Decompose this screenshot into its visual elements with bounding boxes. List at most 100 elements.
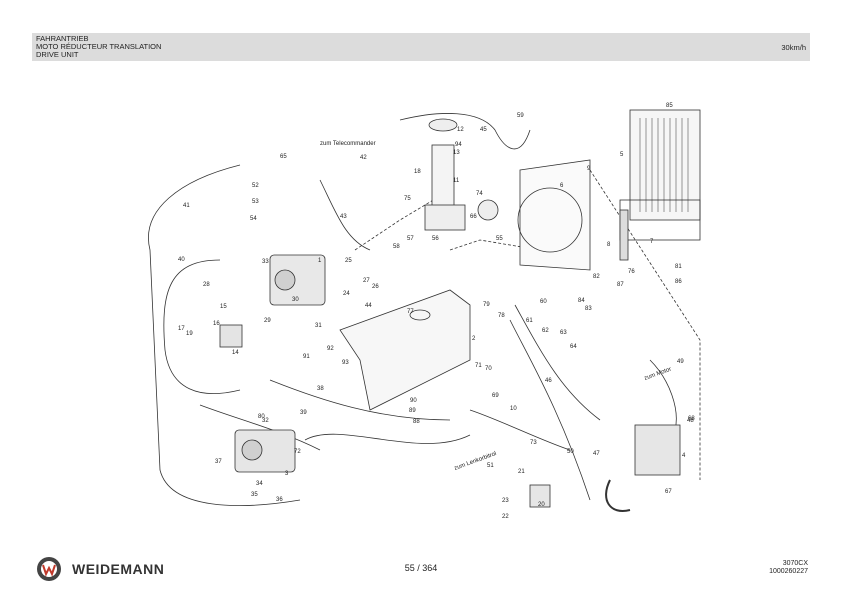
part-label: 77	[407, 309, 414, 315]
part-label: 94	[455, 142, 462, 148]
part-label: 5	[620, 152, 624, 158]
part-label: 87	[617, 282, 624, 288]
part-label: 63	[560, 330, 567, 336]
part-label: 49	[677, 359, 684, 365]
hose-line	[163, 259, 241, 394]
hose-line	[399, 113, 531, 150]
hose-line	[148, 164, 301, 506]
part-label: 10	[510, 406, 517, 412]
part-label: 42	[360, 155, 367, 161]
part-label: 53	[252, 199, 259, 205]
part-label: 66	[470, 214, 477, 220]
part-label: 41	[183, 203, 190, 209]
part-label: 56	[432, 236, 439, 242]
part-label: 40	[178, 257, 185, 263]
part-label: 16	[213, 321, 220, 327]
part-label: 6	[560, 183, 564, 189]
part-label: 86	[675, 279, 682, 285]
part-label: 26	[372, 284, 379, 290]
part-label: 47	[593, 451, 600, 457]
page-header: FAHRANTRIEB MOTO RÉDUCTEUR TRANSLATION D…	[32, 33, 810, 61]
part-label: 21	[518, 469, 525, 475]
speed-label: 30km/h	[781, 43, 806, 52]
brand-name: WEIDEMANN	[72, 561, 165, 577]
part-label: 29	[264, 318, 271, 324]
part-label: 59	[517, 113, 524, 119]
hose-line	[469, 409, 571, 451]
part-label: 57	[407, 236, 414, 242]
part-label: 20	[538, 502, 545, 508]
part-label: 80	[258, 414, 265, 420]
note-telecommander: zum Telecommander	[320, 141, 376, 147]
part-label: 45	[480, 127, 487, 133]
document-code: 1000260227	[769, 568, 808, 575]
part-label: 18	[414, 169, 421, 175]
part-label: 8	[607, 242, 611, 248]
part-label: 44	[365, 303, 372, 309]
part-label: 68	[688, 416, 695, 422]
part-label: 81	[675, 264, 682, 270]
part-label: 1	[318, 258, 322, 264]
part-label: 36	[276, 497, 283, 503]
part-label: 9	[587, 166, 591, 172]
part-label: 82	[593, 274, 600, 280]
part-label: 27	[363, 278, 370, 284]
part-label: 71	[475, 363, 482, 369]
hose-line	[649, 359, 677, 431]
part-label: 64	[570, 344, 577, 350]
part-label: 62	[542, 328, 549, 334]
part-label: 67	[665, 489, 672, 495]
part-label: 3	[285, 471, 289, 477]
part-label: 73	[530, 440, 537, 446]
part-label: 79	[483, 302, 490, 308]
hose-line	[514, 304, 601, 421]
part-label: 23	[502, 498, 509, 504]
part-label: 43	[340, 214, 347, 220]
part-label: 30	[292, 297, 299, 303]
page-number: 55 / 364	[404, 563, 438, 573]
part-label: 70	[485, 366, 492, 372]
part-label: 31	[315, 323, 322, 329]
part-label: 7	[650, 239, 654, 245]
brand-logo: WEIDEMANN	[36, 556, 164, 582]
part-label: 50	[567, 449, 574, 455]
part-label: 52	[252, 183, 259, 189]
part-labels: 1 2 3 4 5 6 7 8 9 10 11 12 13 14 15 16 1…	[178, 103, 695, 520]
hose-line	[199, 404, 321, 451]
part-label: 84	[578, 298, 585, 304]
model-info: 3070CX 1000260227	[769, 560, 808, 576]
part-label: 35	[251, 492, 258, 498]
hose-line	[269, 379, 451, 421]
part-label: 78	[498, 313, 505, 319]
part-label: 83	[585, 306, 592, 312]
part-label: 85	[666, 103, 673, 109]
hose-line	[319, 179, 371, 251]
part-label: 17	[178, 326, 185, 332]
part-label: 33	[262, 259, 269, 265]
part-label: 58	[393, 244, 400, 250]
hose-line	[605, 479, 631, 512]
part-label: 76	[628, 269, 635, 275]
part-label: 19	[186, 331, 193, 337]
part-label: 72	[294, 449, 301, 455]
part-label: 11	[453, 178, 460, 184]
part-label: 12	[457, 127, 464, 133]
part-label: 48	[687, 418, 694, 424]
part-label: 39	[300, 410, 307, 416]
part-label: 34	[256, 481, 263, 487]
title-english: DRIVE UNIT	[36, 50, 79, 59]
part-label: 13	[453, 150, 460, 156]
part-label: 89	[409, 408, 416, 414]
part-label: 37	[215, 459, 222, 465]
part-label: 91	[303, 354, 310, 360]
part-label: 51	[487, 463, 494, 469]
part-label: 22	[502, 514, 509, 520]
part-label: 2	[472, 336, 476, 342]
header-titles: FAHRANTRIEB MOTO RÉDUCTEUR TRANSLATION D…	[36, 35, 161, 59]
weidemann-logo-icon	[37, 557, 61, 581]
hose-line	[509, 319, 591, 501]
model-name: 3070CX	[782, 560, 808, 567]
title-german: FAHRANTRIEB	[36, 34, 89, 43]
part-label: 61	[526, 318, 533, 324]
part-label: 74	[476, 191, 483, 197]
